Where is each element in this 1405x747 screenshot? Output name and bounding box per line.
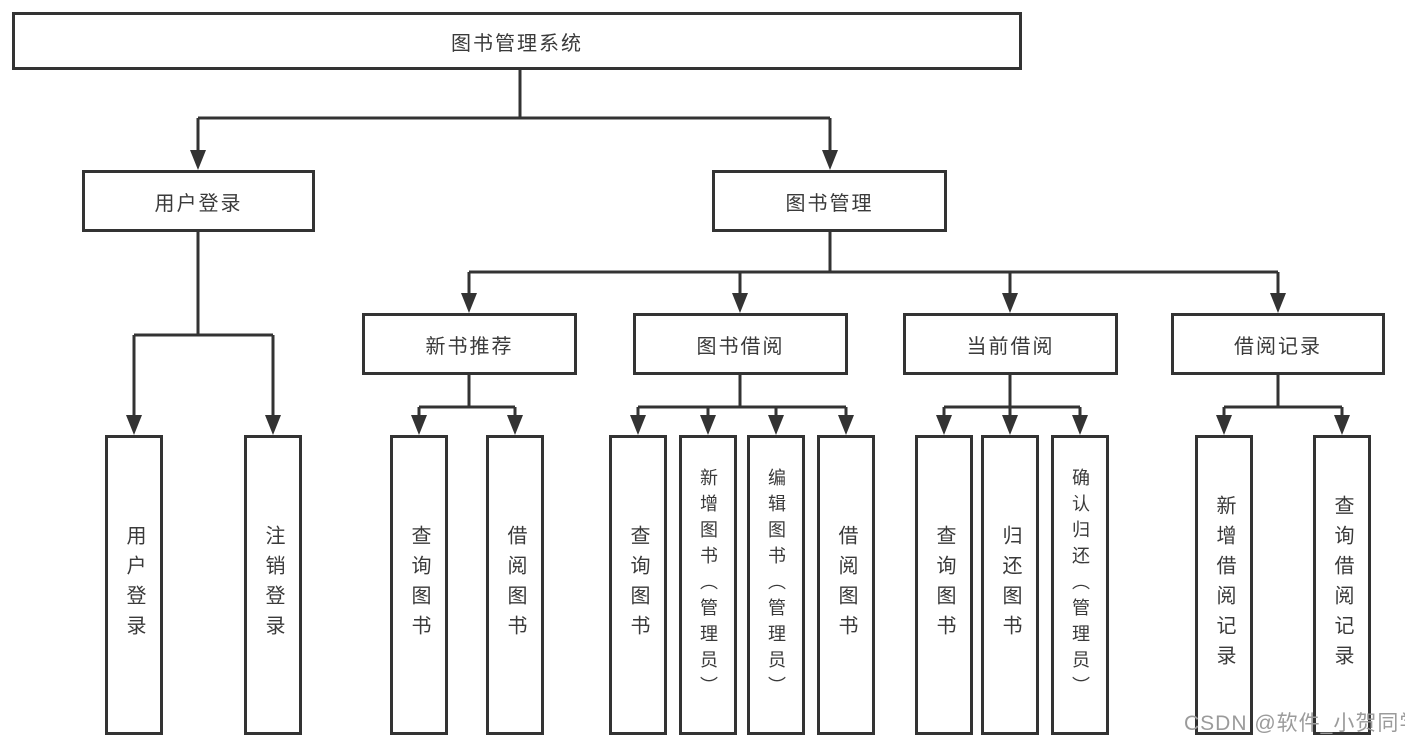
leaf-borrow-books-recommend: 借阅图书 xyxy=(486,435,544,735)
leaf-query-books-borrow: 查询图书 xyxy=(609,435,667,735)
node-book-management: 图书管理 xyxy=(712,170,947,232)
node-book-borrow: 图书借阅 xyxy=(633,313,848,375)
leaf-query-books-recommend: 查询图书 xyxy=(390,435,448,735)
node-new-book-recommend: 新书推荐 xyxy=(362,313,577,375)
leaf-logout: 注销登录 xyxy=(244,435,302,735)
node-user-login: 用户登录 xyxy=(82,170,315,232)
leaf-user-login: 用户登录 xyxy=(105,435,163,735)
connector-lines xyxy=(132,70,1344,416)
node-current-borrow: 当前借阅 xyxy=(903,313,1118,375)
node-borrow-records: 借阅记录 xyxy=(1171,313,1385,375)
leaf-confirm-return-admin: 确认归还（管理员） xyxy=(1051,435,1109,735)
leaf-add-borrow-record: 新增借阅记录 xyxy=(1195,435,1253,735)
leaf-edit-book-admin: 编辑图书（管理员） xyxy=(747,435,805,735)
leaf-borrow-books: 借阅图书 xyxy=(817,435,875,735)
leaf-add-book-admin: 新增图书（管理员） xyxy=(679,435,737,735)
leaf-return-book: 归还图书 xyxy=(981,435,1039,735)
node-library-system: 图书管理系统 xyxy=(12,12,1022,70)
leaf-query-books-current: 查询图书 xyxy=(915,435,973,735)
watermark-text: CSDN @软件_小贺同学 xyxy=(1184,712,1405,735)
leaf-query-borrow-record: 查询借阅记录 xyxy=(1313,435,1371,735)
